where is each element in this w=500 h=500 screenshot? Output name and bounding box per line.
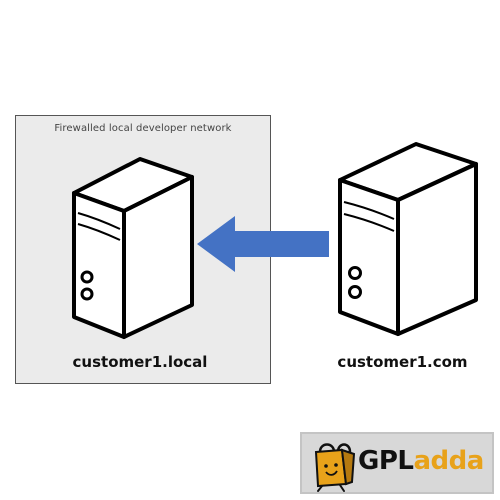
remote-server-icon xyxy=(338,142,478,336)
network-caption: Firewalled local developer network xyxy=(54,123,232,134)
local-server-label: customer1.local xyxy=(72,353,208,371)
left-arrow-icon xyxy=(197,216,329,272)
watermark-logo: GPLadda xyxy=(300,432,494,494)
watermark-brand-suffix: adda xyxy=(413,446,484,476)
remote-server-label: customer1.com xyxy=(337,353,468,371)
watermark-text: GPLadda xyxy=(358,446,484,476)
shopping-bag-icon xyxy=(314,443,356,492)
local-server-icon xyxy=(72,157,194,339)
watermark-brand-prefix: GPL xyxy=(358,446,414,476)
